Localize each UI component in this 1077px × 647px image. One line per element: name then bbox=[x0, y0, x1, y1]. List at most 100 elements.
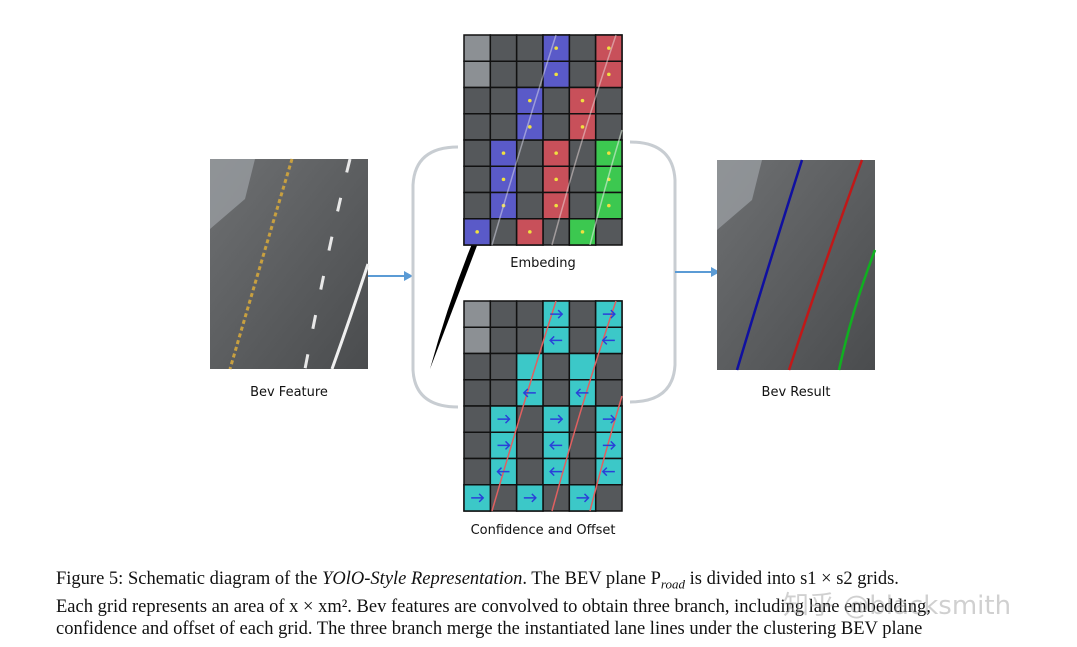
grid-cell bbox=[542, 379, 571, 407]
offset-arrow-head bbox=[610, 309, 616, 319]
watermark: 知乎 @blacksmith bbox=[783, 591, 1012, 621]
grid-cell bbox=[463, 191, 492, 220]
grid-cell bbox=[568, 60, 597, 89]
offset-arrow-head bbox=[610, 440, 616, 450]
offset-arrow-head bbox=[575, 388, 582, 398]
right-bracket bbox=[629, 140, 677, 404]
grid-cell bbox=[489, 484, 518, 512]
grid-cell bbox=[515, 431, 544, 460]
grid-center-dot bbox=[554, 177, 558, 182]
grid-cell bbox=[463, 165, 492, 194]
grid-center-dot bbox=[607, 72, 611, 77]
grid-cell bbox=[463, 86, 492, 115]
grid-cell bbox=[515, 457, 544, 486]
offset-arrow-head bbox=[557, 309, 564, 319]
grid-cell bbox=[542, 352, 571, 381]
grid-cell bbox=[489, 379, 518, 407]
caption-text: Figure 5: Schematic diagram of the bbox=[56, 569, 323, 589]
grid-cell bbox=[515, 165, 544, 194]
grid-center-dot bbox=[528, 230, 532, 234]
offset-arrow-head bbox=[610, 414, 616, 424]
grid-cell bbox=[489, 300, 518, 328]
grid-center-dot bbox=[501, 151, 506, 155]
offset-arrow-head bbox=[601, 335, 608, 345]
grid-cell bbox=[489, 86, 518, 115]
grid-cell bbox=[594, 484, 623, 512]
bev-result-label: Bev Result bbox=[761, 385, 831, 400]
lane-stripe bbox=[491, 34, 557, 246]
grid-center-dot bbox=[607, 203, 611, 208]
grid-cell bbox=[489, 218, 518, 246]
lane-curve bbox=[589, 395, 623, 512]
grid-cell bbox=[463, 379, 492, 407]
grid-cell bbox=[489, 34, 518, 62]
grid-cell bbox=[515, 34, 544, 62]
confidence-offset-grid bbox=[463, 300, 623, 512]
grid-cell bbox=[515, 139, 544, 167]
caption-line-1: Figure 5: Schematic diagram of the YOlO-… bbox=[56, 568, 1056, 596]
grid-cell bbox=[594, 113, 623, 141]
grid-cell bbox=[463, 300, 492, 328]
lane-stripe bbox=[551, 34, 617, 246]
confidence-cell bbox=[515, 352, 544, 381]
grid-cell bbox=[568, 326, 597, 355]
grid-cell bbox=[489, 113, 518, 141]
offset-arrow-head bbox=[557, 414, 564, 424]
lane-stripe bbox=[589, 129, 623, 246]
grid-cell bbox=[568, 139, 597, 167]
grid-cell bbox=[515, 326, 544, 355]
grid-cell bbox=[568, 405, 597, 433]
grid-cell bbox=[542, 86, 571, 115]
left-bracket bbox=[411, 145, 459, 409]
grid-cell bbox=[568, 457, 597, 486]
grid-cell bbox=[463, 326, 492, 355]
confidence-offset-label: Confidence and Offset bbox=[470, 523, 616, 538]
grid-cell bbox=[594, 379, 623, 407]
grid-cell bbox=[515, 300, 544, 328]
grid-cell bbox=[489, 326, 518, 355]
grid-center-dot bbox=[554, 46, 558, 50]
lane-curve bbox=[491, 300, 557, 512]
embedding-cell bbox=[463, 218, 492, 246]
grid-cell bbox=[515, 405, 544, 433]
grid-cell bbox=[594, 352, 623, 381]
offset-arrow-head bbox=[531, 493, 537, 503]
offset-arrow-head bbox=[478, 493, 485, 503]
grid-cell bbox=[568, 34, 597, 62]
caption-line-3: confidence and offset of each grid. The … bbox=[56, 618, 923, 639]
grid-cell bbox=[515, 191, 544, 220]
grid-center-dot bbox=[554, 203, 558, 208]
embedding-label: Embeding bbox=[510, 256, 576, 271]
grid-center-dot bbox=[580, 98, 585, 103]
grid-center-dot bbox=[607, 46, 611, 50]
grid-cell bbox=[463, 405, 492, 433]
lane-curve bbox=[551, 300, 617, 512]
caption-line-2: Each grid represents an area of x × xm².… bbox=[56, 596, 931, 617]
caption-text: is divided into s1 × s2 grids. bbox=[684, 569, 899, 589]
grid-cell bbox=[463, 352, 492, 381]
grid-cell bbox=[594, 218, 623, 246]
grid-center-dot bbox=[528, 125, 532, 129]
grid-cell bbox=[463, 139, 492, 167]
grid-cell bbox=[489, 352, 518, 381]
grid-center-dot bbox=[580, 125, 585, 129]
offset-arrow-head bbox=[601, 467, 608, 477]
caption-emphasis: YOlO-Style Representation bbox=[322, 569, 523, 589]
flow-arrow-right bbox=[675, 267, 720, 277]
grid-center-dot bbox=[607, 151, 611, 155]
grid-center-dot bbox=[580, 230, 585, 234]
grid-cell bbox=[463, 60, 492, 89]
offset-arrow-head bbox=[549, 467, 555, 477]
grid-center-dot bbox=[475, 230, 479, 234]
grid-center-dot bbox=[554, 151, 558, 155]
figure-caption: Figure 5: Schematic diagram of the YOlO-… bbox=[56, 568, 1056, 640]
caption-subscript: road bbox=[660, 576, 685, 592]
grid-center-dot bbox=[528, 98, 532, 103]
confidence-cell bbox=[542, 326, 571, 355]
offset-arrow-head bbox=[549, 335, 555, 345]
grid-cell bbox=[568, 191, 597, 220]
grid-cell bbox=[463, 113, 492, 141]
bev-result-image bbox=[717, 159, 877, 371]
offset-arrow-head bbox=[549, 440, 555, 450]
grid-cell bbox=[594, 86, 623, 115]
